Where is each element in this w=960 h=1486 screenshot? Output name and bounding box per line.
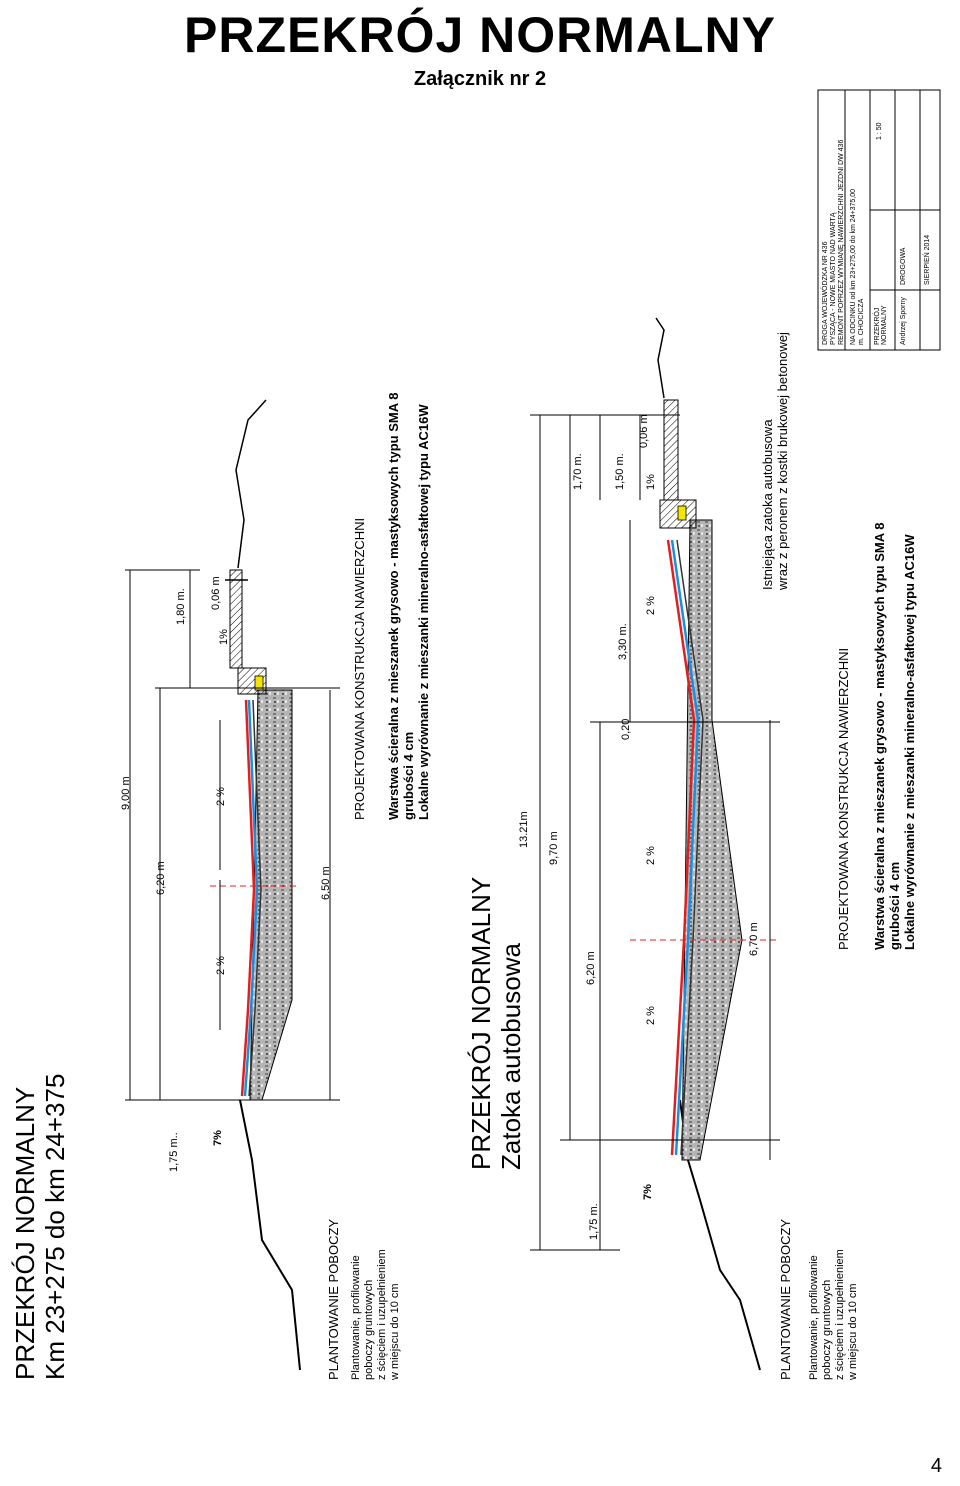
section1-konstrukcja-title: PROJEKTOWANA KONSTRUKCJA NAWIERZCHNI xyxy=(352,517,367,820)
section1-road xyxy=(125,399,340,1371)
section1-plantowanie-text: Plantowanie, profilowanie poboczy grunto… xyxy=(350,1249,401,1380)
section2-slope-2a: 2 % xyxy=(645,1006,657,1025)
section2-note: Istniejąca zatoka autobusowa wraz z pero… xyxy=(760,332,790,590)
section1-dim-900: 9,00 m xyxy=(120,776,132,810)
section1-slope-7: 7% xyxy=(212,1130,224,1146)
page-subtitle: Załącznik nr 2 xyxy=(413,68,547,90)
section1-slope-2a: 2 % xyxy=(215,956,227,975)
section2-dim-020: 0,20 xyxy=(620,718,632,740)
section2-dim-175: 1,75 m. xyxy=(588,1203,600,1240)
section2-dim-170: 1,70 m. xyxy=(572,453,584,490)
section2-slope-2c: 2 % xyxy=(645,596,657,615)
title-block-date: SIERPIEŃ 2014 xyxy=(924,234,931,285)
section2-title: PRZEKRÓJ NORMALNY Zatoka autobusowa xyxy=(466,876,526,1170)
section2-konstrukcja-text: Warstwa ścieralna z mieszanek grysowo - … xyxy=(872,522,917,950)
section2-road xyxy=(530,317,780,1371)
section2-slope-1: 1% xyxy=(645,474,657,490)
section1-slope-2b: 2 % xyxy=(215,787,227,806)
section2-dim-620: 6,20 m xyxy=(585,951,597,985)
title-block-author: Andrzej Sporny xyxy=(900,297,907,345)
section1-dim-180: 1,80 m. xyxy=(175,588,187,625)
section2-plantowanie-title: PLANTOWANIE POBOCZY xyxy=(778,1218,793,1380)
section2-konstrukcja-title: PROJEKTOWANA KONSTRUKCJA NAWIERZCHNI xyxy=(836,647,851,950)
title-block-drawing: PRZEKRÓJ NORMALNY xyxy=(874,305,888,345)
section2-plantowanie-text: Plantowanie, profilowanie poboczy grunto… xyxy=(808,1249,859,1380)
section1-dim-175: 1,75 m.. xyxy=(168,1132,180,1172)
section2-dim-1321: 13.21m xyxy=(518,811,530,848)
section2-dim-670: 6,70 m xyxy=(748,922,760,956)
page-number: 4 xyxy=(930,1455,942,1477)
section2-dim-330: 3,30 m. xyxy=(617,623,629,660)
title-block-segment: NA ODCINKU od km 23+275,00 do km 24+375,… xyxy=(850,188,865,345)
title-block-branch: DROGOWA xyxy=(900,247,907,285)
section2-dim-006: 0,06 m xyxy=(638,414,650,448)
title-block-scale: 1 : 50 xyxy=(876,122,883,140)
section2-dim-150: 1,50 m. xyxy=(614,453,626,490)
title-block-frame xyxy=(817,89,941,351)
section2-dim-970: 9,70 m xyxy=(548,831,560,865)
section1-title: PRZEKRÓJ NORMALNY Km 23+275 do km 24+375 xyxy=(10,1073,70,1380)
section1-dim-650: 6,50 m xyxy=(320,866,332,900)
section1-plantowanie-title: PLANTOWANIE POBOCZY xyxy=(326,1218,341,1380)
section1-dim-006: 0,06 m xyxy=(210,576,222,610)
section1-slope-1: 1% xyxy=(218,629,230,645)
section2-slope-7: 7% xyxy=(642,1184,654,1200)
section1-konstrukcja-text: Warstwa ścieralna z mieszanek grysowo - … xyxy=(386,392,431,820)
section2-slope-2b: 2 % xyxy=(645,846,657,865)
title-block-road: DROGA WOJEWÓDZKA NR 436 PYSZĄCA - NOWE M… xyxy=(822,139,845,345)
section1-dim-620: 6,20 m xyxy=(155,861,167,895)
page-title: PRZEKRÓJ NORMALNY xyxy=(183,7,777,63)
